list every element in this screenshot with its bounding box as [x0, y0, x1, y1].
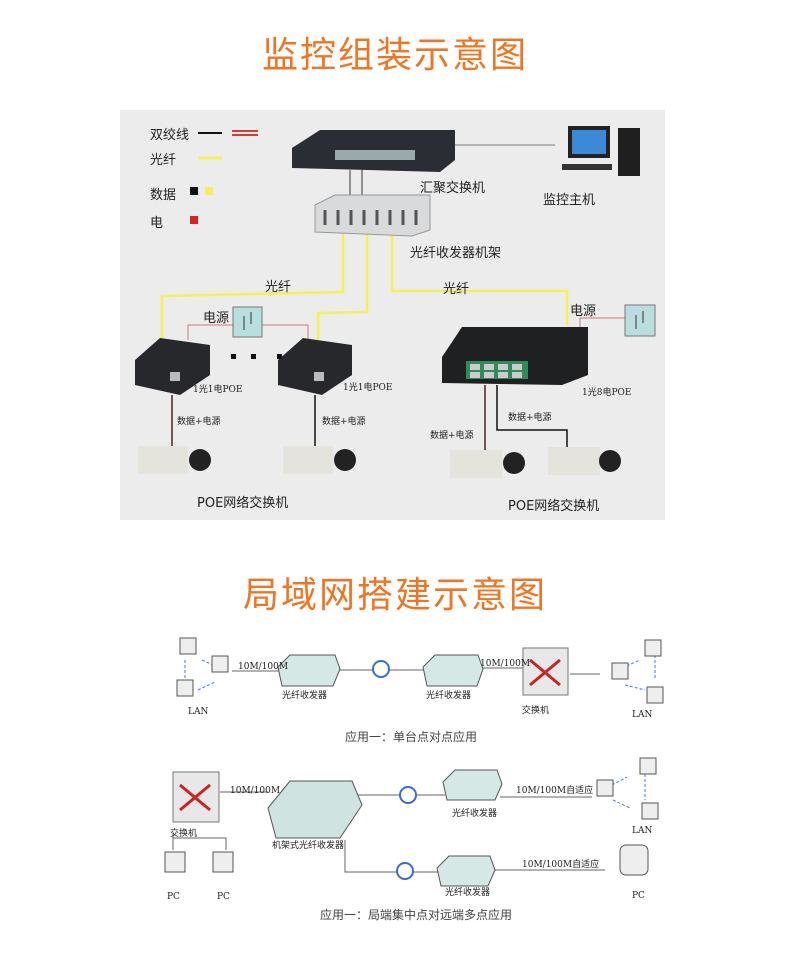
- fiber-rack-icon: [314, 194, 431, 237]
- aggregation-switch-icon: [292, 130, 455, 172]
- transceiver-label: 光纤收发器: [426, 691, 472, 701]
- lan-label: LAN: [188, 707, 209, 717]
- fiber-rack-label: 光纤收发器机架: [410, 246, 502, 261]
- transceiver-label: 光纤收发器: [282, 691, 328, 701]
- caption-point-to-point: 应用一：单台点对点应用: [345, 730, 478, 744]
- section2-title: 局域网搭建示意图: [242, 575, 547, 616]
- converter-label: 1光1电POE: [343, 383, 393, 393]
- legend-fiber: 光纤: [150, 153, 177, 168]
- pc-icons: [164, 637, 664, 876]
- power-label: 电源: [570, 304, 597, 319]
- data-power-label: 数据+电源: [322, 417, 366, 427]
- fiber-transceiver-icons: [277, 654, 503, 887]
- section1-title: 监控组装示意图: [261, 35, 528, 76]
- lan-label: LAN: [632, 826, 653, 836]
- speed-adapt-label: 10M/100M自适应: [516, 786, 594, 796]
- power-outlet-icon: [232, 306, 263, 338]
- pc-label: PC: [167, 892, 180, 902]
- transceiver-label: 光纤收发器: [445, 888, 491, 898]
- fiber-label: 光纤: [443, 282, 470, 297]
- poe-switch-label: POE网络交换机: [197, 496, 289, 511]
- power-label: 电源: [203, 311, 230, 326]
- legend-lines: [190, 130, 258, 224]
- speed-label: 10M/100M: [238, 662, 289, 672]
- lan-links: [184, 655, 656, 809]
- poe-switch-label: POE网络交换机: [508, 499, 600, 514]
- data-power-label: 数据+电源: [430, 431, 474, 441]
- media-converter-icon: [278, 338, 352, 395]
- monitor-host-icon: [562, 126, 640, 176]
- converter-label: 1光1电POE: [193, 385, 243, 395]
- legend-twisted-pair: 双绞线: [150, 128, 190, 143]
- data-power-label: 数据+电源: [508, 413, 552, 423]
- poe-switch-8port-icon: [442, 327, 588, 385]
- fiber-label: 光纤: [265, 280, 292, 295]
- speed-label: 10M/100M: [230, 786, 281, 796]
- aggregation-switch-label: 汇聚交换机: [420, 181, 486, 196]
- pc-label: PC: [632, 891, 645, 901]
- switch-icons: [172, 647, 569, 823]
- legend-data: 数据: [150, 188, 177, 203]
- media-converter-icon: [135, 338, 210, 395]
- transceiver-label: 光纤收发器: [452, 809, 498, 819]
- pc-label: PC: [217, 892, 230, 902]
- switch-label: 交换机: [170, 829, 198, 839]
- data-power-label: 数据+电源: [177, 417, 221, 427]
- poe8-label: 1光8电POE: [582, 388, 632, 398]
- camera-icons: [138, 446, 621, 478]
- rack-transceiver-icon: [267, 780, 363, 839]
- speed-adapt-label: 10M/100M自适应: [522, 860, 600, 870]
- power-outlet-icon: [624, 304, 656, 337]
- lan-label: LAN: [632, 710, 653, 720]
- cables: [160, 144, 625, 450]
- rack-transceiver-label: 机架式光纤收发器: [272, 841, 345, 851]
- switch-label: 交换机: [522, 706, 550, 716]
- legend-power: 电: [150, 216, 164, 231]
- network-lines: [172, 667, 605, 873]
- speed-label: 10M/100M: [480, 659, 531, 669]
- dots: [231, 354, 282, 359]
- caption-multipoint: 应用一：局端集中点对远端多点应用: [320, 908, 513, 922]
- monitor-host-label: 监控主机: [543, 193, 596, 208]
- fiber-connector-icons: [372, 660, 417, 880]
